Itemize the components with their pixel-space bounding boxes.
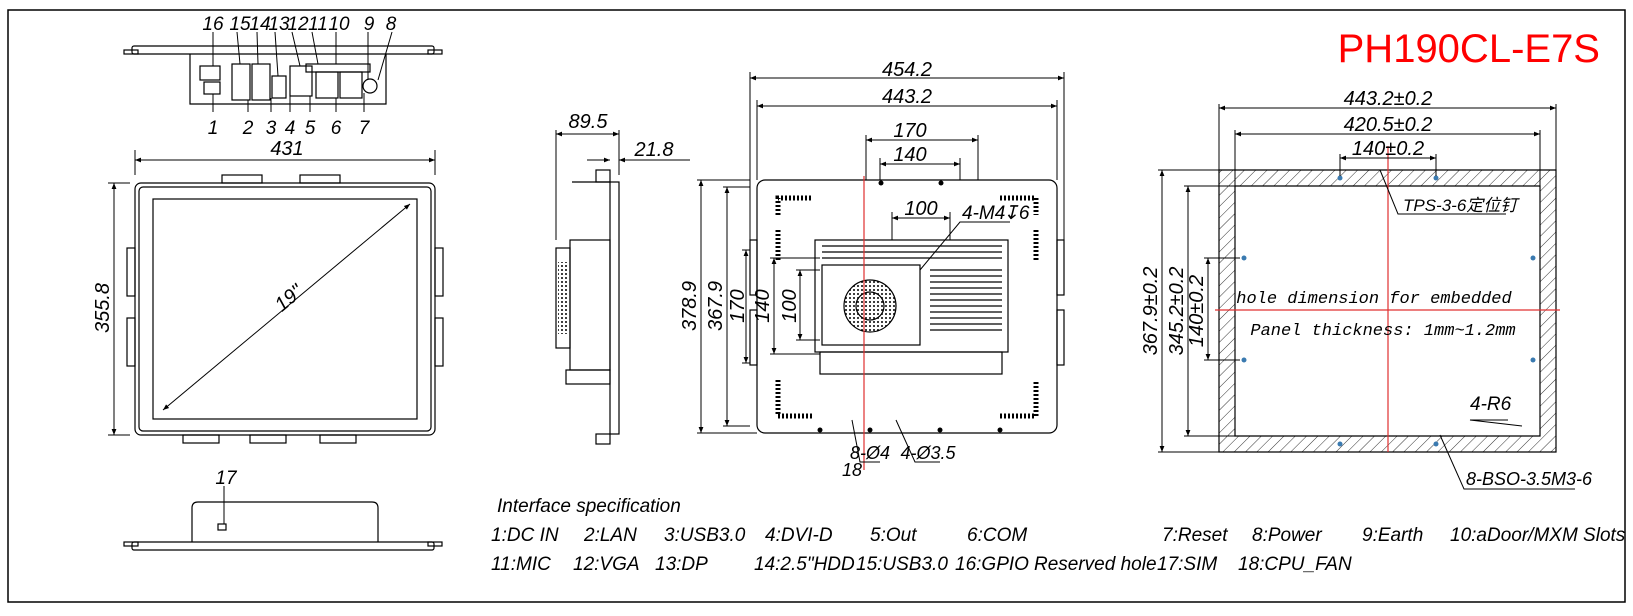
rear-vesa-inner-label: 140 [893,144,926,166]
io-num-10: 10 [328,14,350,35]
spec-3: 3:USB3.0 [664,525,746,546]
side-vent-grille [558,262,568,334]
io-num-13: 13 [268,14,290,35]
front-view [126,174,444,444]
cutout-w2-label: 420.5±0.2 [1344,114,1433,136]
rear-width-inner-label: 443.2 [882,86,932,108]
rear-h100-label: 100 [779,289,801,322]
io-bottom-numbers: 1 2 3 4 5 6 7 [208,118,371,139]
cutout-w3-label: 140±0.2 [1352,138,1424,160]
cutout-radius-label: 4-R6 [1470,394,1512,415]
io-num-15: 15 [229,14,251,35]
cutout-hole-note: hole dimension for embedded [1236,290,1512,309]
rear-callout-18: 18 [842,460,862,480]
cutout-w1-label: 443.2±0.2 [1344,88,1433,110]
io-num-12: 12 [287,14,309,35]
spec-10: 10:aDoor/MXM Slots [1450,525,1626,546]
cutout-h3-label: 140±0.2 [1186,275,1208,347]
cutout-view [1218,169,1557,453]
spec-4: 4:DVI-D [765,525,833,546]
heatsink-fins [822,245,1002,331]
io-leader-lines [212,31,393,112]
interface-row-1: 1:DC IN 2:LAN 3:USB3.0 4:DVI-D 5:Out 6:C… [0,525,1633,551]
spec-2: 2:LAN [584,525,637,546]
front-width-label: 431 [270,138,303,160]
rear-vesa-small-label: 100 [904,198,937,220]
rear-corner-vents [775,195,1039,419]
cutout-centerlines [1215,146,1560,452]
cutout-bso-label: 8-BSO-3.5M3-6 [1466,469,1593,489]
spec-11: 11:MIC [491,554,551,575]
spec-7: 7:Reset [1162,525,1228,546]
rear-vesa-outer-label: 170 [893,120,926,142]
spec-17: 17:SIM [1157,554,1218,575]
rear-h170-label: 170 [727,289,749,322]
io-num-14: 14 [249,14,270,35]
io-num-5: 5 [305,118,316,139]
spec-9: 9:Earth [1362,525,1424,546]
spec-6: 6:COM [967,525,1028,546]
side-front-depth-label: 21.8 [634,139,674,161]
cutout-panel-note: Panel thickness: 1mm~1.2mm [1250,322,1515,341]
cutout-h2-label: 345.2±0.2 [1166,267,1188,356]
rear-dimensions [697,72,1065,434]
io-num-2: 2 [242,118,254,139]
io-num-7: 7 [359,118,371,139]
rear-screw-depth: ↧6 [1003,203,1030,224]
rear-screw-holes [817,180,1003,433]
io-num-4: 4 [285,118,296,139]
interface-row-2: 11:MIC 12:VGA 13:DP 14:2.5"HDD 15:USB3.0… [0,554,1633,580]
cutout-pin-holes [1241,175,1536,447]
interface-heading: Interface specification [497,496,681,517]
spec-14: 14:2.5"HDD [754,554,855,575]
io-num-9: 9 [364,14,375,35]
model-title: PH190CL-E7S [1338,27,1600,71]
rear-height-outer-label: 378.9 [679,281,701,331]
spec-12: 12:VGA [573,554,640,575]
front-height-label: 355.8 [92,283,114,333]
cutout-leaders [1379,169,1575,490]
io-num-8: 8 [386,14,397,35]
cutout-h1-label: 367.9±0.2 [1140,267,1162,356]
cutout-pin-note: TPS-3-6定位钉 [1403,196,1520,215]
spec-1: 1:DC IN [491,525,559,546]
front-height-dimension [108,182,130,436]
rear-view [749,179,1065,434]
spec-5: 5:Out [870,525,917,546]
rear-hole-4-label: 4-Ø3.5 [900,443,956,463]
cpu-fan-grille [843,279,897,333]
spec-reserved: Reserved hole [1034,554,1157,575]
rear-height-inner-label: 367.9 [705,281,727,331]
io-panel-view [123,45,443,105]
diagonal-size-label: 19" [271,280,308,316]
spec-15: 15:USB3.0 [856,554,948,575]
io-top-numbers: 16 15 14 13 12 11 10 9 8 [202,14,396,35]
bottom-callout-17: 17 [215,468,238,489]
rear-leaders [851,221,1010,463]
spec-18: 18:CPU_FAN [1238,554,1352,575]
spec-8: 8:Power [1252,525,1322,546]
spec-16: 16:GPIO [955,554,1029,575]
rear-screw-note: 4-M4 [962,203,1005,224]
side-depth-dimension [555,130,690,240]
cutout-dimensions [1158,104,1557,453]
side-view [555,169,620,445]
spec-13: 13:DP [655,554,708,575]
io-num-16: 16 [202,14,224,35]
rear-hole-8-label: 8-Ø4 [850,443,890,463]
rear-width-outer-label: 454.2 [882,59,932,81]
diagonal-dimension-line [162,203,411,411]
rear-h140-label: 140 [752,289,774,322]
front-width-dimension [134,150,436,175]
io-num-1: 1 [208,118,219,139]
bottom-view [123,501,443,551]
sheet-border [7,9,1626,603]
io-num-6: 6 [331,118,342,139]
side-depth-label: 89.5 [569,111,609,133]
io-num-3: 3 [266,118,277,139]
io-num-11: 11 [308,14,328,35]
